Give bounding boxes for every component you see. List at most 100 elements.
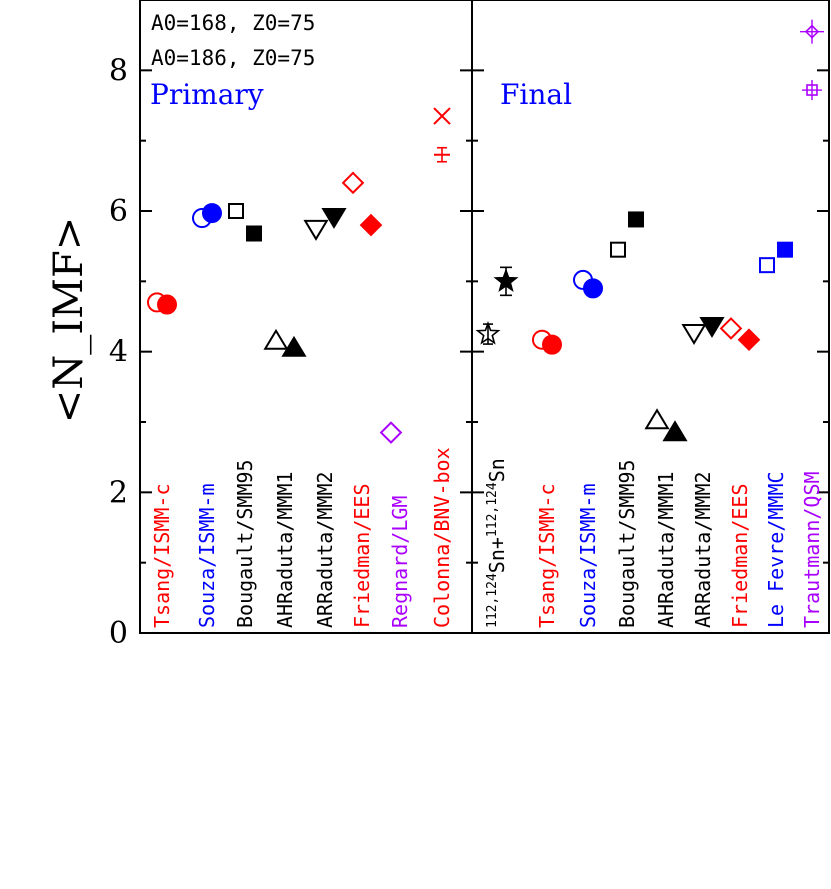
circle-marker (583, 278, 603, 299)
data-point (379, 421, 403, 444)
data-point (321, 207, 347, 229)
data-point (303, 219, 329, 241)
data-point (263, 328, 289, 350)
category-label: Friedman/EES (728, 484, 752, 629)
data-point (802, 80, 822, 101)
data-point (644, 408, 670, 430)
category-label-part: Friedman/EES (350, 484, 374, 629)
error-bar (500, 266, 512, 297)
plot-frame (139, 0, 830, 634)
category-label-part: Trautmann/QSM (800, 471, 824, 628)
data-point (628, 211, 644, 228)
category-label-part: ISMM-m (195, 484, 219, 556)
panel-label-primary: Primary (150, 78, 264, 111)
category-label-part: Regnard/LGM (388, 496, 412, 628)
chart-text: <N_IMF> A0=168, Z0=75 A0=186, Z0=75 Prim… (46, 11, 572, 423)
category-label-part: Bougault/SMM95 (615, 459, 639, 628)
category-label: 112,124Sn+112,124Sn (485, 458, 509, 628)
category-label: Colonna/BNV-box (430, 447, 454, 628)
category-label-part: AHRaduta/MMM1 (654, 471, 678, 628)
data-point (662, 420, 688, 442)
data-point (341, 171, 365, 195)
data-point (759, 257, 775, 274)
data-point (583, 278, 603, 299)
triangle-up-marker (644, 408, 670, 430)
category-label: Tsang/ISMM-c (150, 484, 174, 629)
triangle-down-marker (303, 219, 329, 241)
triangle-down-marker (699, 316, 725, 338)
y-tick-label: 0 (109, 616, 128, 651)
data-point (737, 328, 761, 352)
circle-marker (157, 294, 177, 315)
category-label-part: Friedman/EES (728, 484, 752, 629)
category-label-part: 112,124 (485, 573, 500, 628)
y-tick-label: 4 (109, 335, 128, 370)
error-bar (483, 323, 493, 345)
category-label-part: Le Fevre/MMMC (764, 471, 788, 628)
y-tick-label: 6 (109, 194, 128, 229)
category-labels: Tsang/ISMM-c Souza/ISMM-m Bougault/SMM95 AH… (150, 447, 824, 628)
circle-marker (542, 334, 562, 355)
data-point (202, 203, 222, 224)
data-point (777, 241, 793, 258)
square-marker (628, 211, 644, 228)
square-marker (246, 225, 262, 242)
category-label: Souza/ISMM-m (576, 484, 600, 629)
category-label-part: ARRaduta/MMM2 (313, 471, 337, 628)
diamond-marker (341, 171, 365, 195)
data-point (433, 107, 451, 125)
category-label: AHRaduta/MMM1 (273, 471, 297, 628)
category-label: Friedman/EES (350, 484, 374, 629)
category-label-part: Souza/ISMM-m (576, 484, 600, 629)
category-label: Bougault/SMM95 (615, 459, 639, 628)
category-label: AHRaduta/MMM1 (654, 471, 678, 628)
data-point (719, 317, 743, 340)
triangle-down-marker (681, 324, 707, 345)
category-label-part: Tsang/ISMM-c (535, 484, 559, 629)
data-point (246, 225, 262, 242)
category-label-part: Souza/ (195, 556, 219, 628)
triangle-up-marker (263, 328, 289, 350)
triangle-up-marker (281, 335, 307, 357)
category-label: Trautmann/QSM (800, 471, 824, 628)
legend-line-2: A0=186, Z0=75 (151, 46, 315, 70)
circle-marker (202, 203, 222, 224)
category-label: Le Fevre/MMMC (764, 471, 788, 628)
square-marker (759, 257, 775, 274)
data-point (281, 335, 307, 357)
category-label: ARRaduta/MMM2 (313, 471, 337, 628)
data-markers (147, 19, 824, 444)
category-label: Bougault/SMM95 (233, 459, 257, 628)
diamond-marker (719, 317, 743, 340)
data-point (228, 203, 244, 219)
y-tick-label: 8 (109, 53, 128, 88)
category-label-part: Sn+ (485, 537, 509, 573)
square-marker (610, 241, 626, 258)
data-point (542, 334, 562, 355)
axes (139, 0, 830, 634)
data-point (359, 213, 383, 237)
category-label-part: Colonna/BNV-box (430, 447, 454, 628)
triangle-down-marker (321, 207, 347, 229)
square-marker (228, 203, 244, 219)
category-label-part: AHRaduta/MMM1 (273, 471, 297, 628)
data-point (157, 294, 177, 315)
error-bar (437, 146, 447, 163)
y-tick-label: 2 (109, 475, 128, 510)
category-label: ARRaduta/MMM2 (691, 471, 715, 628)
category-label: Regnard/LGM (388, 496, 412, 628)
panel-label-final: Final (500, 78, 572, 111)
cross-marker (433, 107, 451, 125)
y-axis-label: <N_IMF> (46, 217, 92, 424)
y-ticks: 0 2 4 6 8 (109, 0, 829, 651)
data-point (610, 241, 626, 258)
category-label: Tsang/ISMM-c (535, 484, 559, 629)
data-point (699, 316, 725, 338)
diamond-marker (359, 213, 383, 237)
category-label-part: ARRaduta/MMM2 (691, 471, 715, 628)
category-label-part: 112,124 (485, 482, 500, 537)
legend-line-1: A0=168, Z0=75 (151, 11, 315, 35)
data-point (681, 324, 707, 345)
category-label-part: Tsang/ (150, 556, 174, 628)
